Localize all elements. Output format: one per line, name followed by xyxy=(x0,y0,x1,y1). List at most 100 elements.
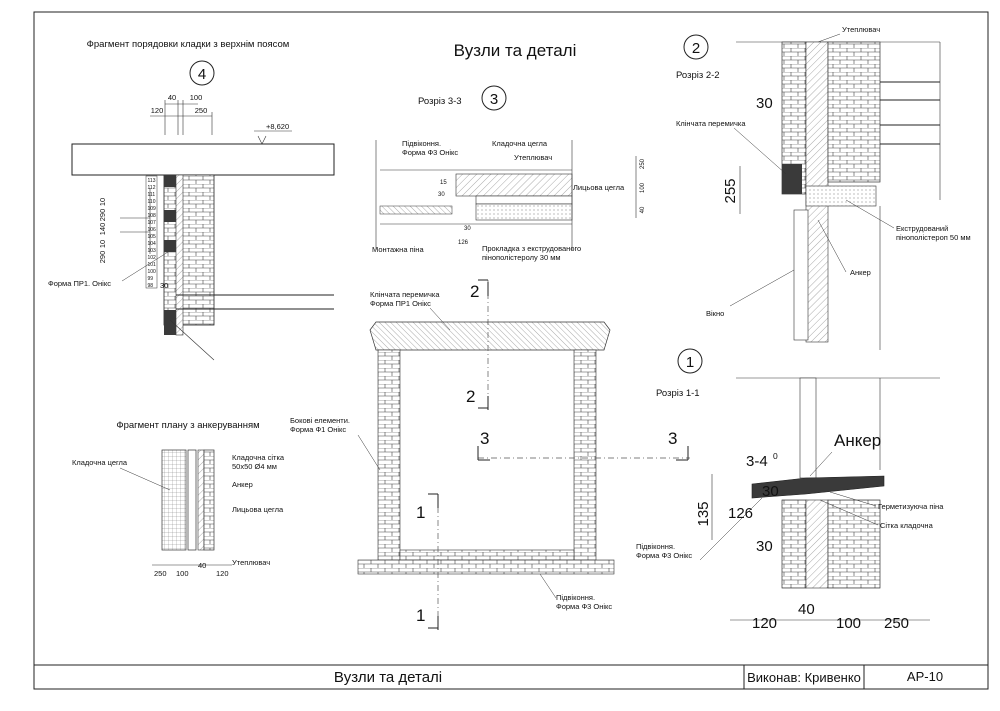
dim-290a: 290 xyxy=(98,209,107,222)
dim-3-4-sup: 0 xyxy=(773,451,778,461)
label-masonry-mesh: Кладочна сітка xyxy=(232,453,285,462)
section-22-marker: 2 xyxy=(692,40,700,57)
label-lintel-22: Клінчата перемичка xyxy=(676,119,746,128)
dim-100-33: 100 xyxy=(640,182,646,193)
label-sill-33: Підвіконня. xyxy=(402,139,441,148)
row-number: 109 xyxy=(148,206,157,212)
label-lintel: Клінчата перемичка xyxy=(370,290,440,299)
dim-290b: 290 xyxy=(98,251,107,264)
label-masonry-net: Сітка кладочна xyxy=(880,521,934,530)
label-anchor-11: Анкер xyxy=(834,431,881,450)
detail-4-marker-text: 4 xyxy=(198,66,206,83)
section-3-3: Розріз 3-3 3 Підвіконня. Форма Ф3 Онікс … xyxy=(372,85,646,262)
dim-3-4: 3-4 xyxy=(746,453,768,470)
page-title: Вузли та деталі xyxy=(454,41,577,60)
dim-15: 15 xyxy=(440,180,447,186)
cut-2-top: 2 xyxy=(470,282,479,301)
label-anchor-22: Анкер xyxy=(850,268,871,277)
sill-11 xyxy=(751,475,885,499)
row-number: 108 xyxy=(148,213,157,219)
dim-30-33a: 30 xyxy=(438,192,445,198)
label-sill-elev-form: Форма Ф3 Онікс xyxy=(556,602,612,611)
plan-dim-250: 250 xyxy=(154,569,167,578)
label-anchor-plan: Анкер xyxy=(232,480,253,489)
anchoring-plan: Фрагмент плану з анкеруванням Кладочна ц… xyxy=(72,420,285,578)
row-number: 107 xyxy=(148,220,157,226)
label-insulation-33: Утеплювач xyxy=(514,153,552,162)
dim-30-11b: 30 xyxy=(756,538,773,555)
slab xyxy=(71,143,335,176)
row-number: 99 xyxy=(148,276,154,282)
section-1-1: 1 Розріз 1-1 Анкер Герметизуюча піна Сіт… xyxy=(636,348,944,632)
dim-250-11: 250 xyxy=(884,615,909,632)
label-insulation-22: Утеплювач xyxy=(842,25,880,34)
cut-1-top: 1 xyxy=(416,503,425,522)
label-form-pr1: Форма ПР1. Онікс xyxy=(48,279,111,288)
label-sill-11: Підвіконня. xyxy=(636,542,675,551)
side-right xyxy=(573,349,597,561)
plan-title: Фрагмент плану з анкеруванням xyxy=(116,420,259,431)
label-brick-33: Кладочна цегла xyxy=(492,139,548,148)
cut-1-bottom: 1 xyxy=(416,606,425,625)
dim-255: 255 xyxy=(722,178,739,203)
title-block: Вузли та деталі Виконав: Кривенко АР-10 xyxy=(34,664,988,689)
detail-4-title: Фрагмент порядовки кладки з верхнім пояс… xyxy=(87,39,290,50)
stamp-title: Вузли та деталі xyxy=(334,669,442,686)
dim-120: 120 xyxy=(151,106,164,115)
section-2-2: 2 Розріз 2-2 Утеплювач Клінчата перемичк… xyxy=(676,25,971,350)
dim-10a: 10 xyxy=(98,198,107,206)
label-side-form: Форма Ф1 Онікс xyxy=(290,425,346,434)
label-sill-form-11: Форма Ф3 Онікс xyxy=(636,551,692,560)
detail-4: Фрагмент порядовки кладки з верхнім пояс… xyxy=(48,39,335,361)
side-left xyxy=(377,349,401,561)
label-lintel-form: Форма ПР1 Онікс xyxy=(370,299,431,308)
row-number: 112 xyxy=(148,185,156,191)
dim-10b: 10 xyxy=(98,240,107,248)
label-sealing-foam: Герметизуюча піна xyxy=(878,502,944,511)
cut-3-right: 3 xyxy=(668,429,677,448)
row-labels: 1131121111101091081071061051041031021011… xyxy=(148,178,157,289)
detail-4-marker xyxy=(189,60,215,86)
label-mesh-size: 50х50 Ø4 мм xyxy=(232,462,277,471)
section-11-title: Розріз 1-1 xyxy=(656,388,700,399)
dim-30-22: 30 xyxy=(756,95,773,112)
row-number: 104 xyxy=(148,241,157,247)
section-33-marker: 3 xyxy=(490,91,498,108)
row-number: 98 xyxy=(148,283,154,289)
plan-dim-100: 100 xyxy=(176,569,189,578)
dim-40: 40 xyxy=(168,93,176,102)
dim-126-11: 126 xyxy=(728,505,753,522)
row-number: 100 xyxy=(148,269,157,275)
label-foam-33: Монтажна піна xyxy=(372,245,424,254)
stamp-author: Виконав: Кривенко xyxy=(747,670,861,685)
row-number: 110 xyxy=(148,199,156,205)
sill xyxy=(357,559,615,575)
dim-100-11: 100 xyxy=(836,615,861,632)
label-facing-33: Лицьова цегла xyxy=(573,183,625,192)
lintel xyxy=(369,321,611,351)
dim-120-11: 120 xyxy=(752,615,777,632)
cut-2-bottom: 2 xyxy=(466,387,475,406)
row-number: 105 xyxy=(148,234,157,240)
label-masonry-brick: Кладочна цегла xyxy=(72,458,128,467)
dim-135: 135 xyxy=(695,501,712,526)
dim-30-11a: 30 xyxy=(762,483,779,500)
label-xps: Екструдований xyxy=(896,224,948,233)
label-facing-brick: Лицьова цегла xyxy=(232,505,284,514)
label-side: Бокові елементи. xyxy=(290,416,350,425)
dim-140: 140 xyxy=(98,223,107,236)
dim-250-33: 250 xyxy=(640,158,646,169)
plan-dim-40: 40 xyxy=(198,561,206,570)
dim-250: 250 xyxy=(195,106,208,115)
label-sill-form-33: Форма Ф3 Онікс xyxy=(402,148,458,157)
dim-30-d4: 30 xyxy=(160,281,168,290)
label-insulation-plan: Утеплювач xyxy=(232,558,270,567)
dim-100: 100 xyxy=(190,93,203,102)
row-number: 101 xyxy=(148,262,157,268)
plan-dim-120: 120 xyxy=(216,569,229,578)
label-gasket-33: Прокладка з екструдованого xyxy=(482,244,581,253)
dim-40-11: 40 xyxy=(798,601,815,618)
section-22-title: Розріз 2-2 xyxy=(676,70,720,81)
